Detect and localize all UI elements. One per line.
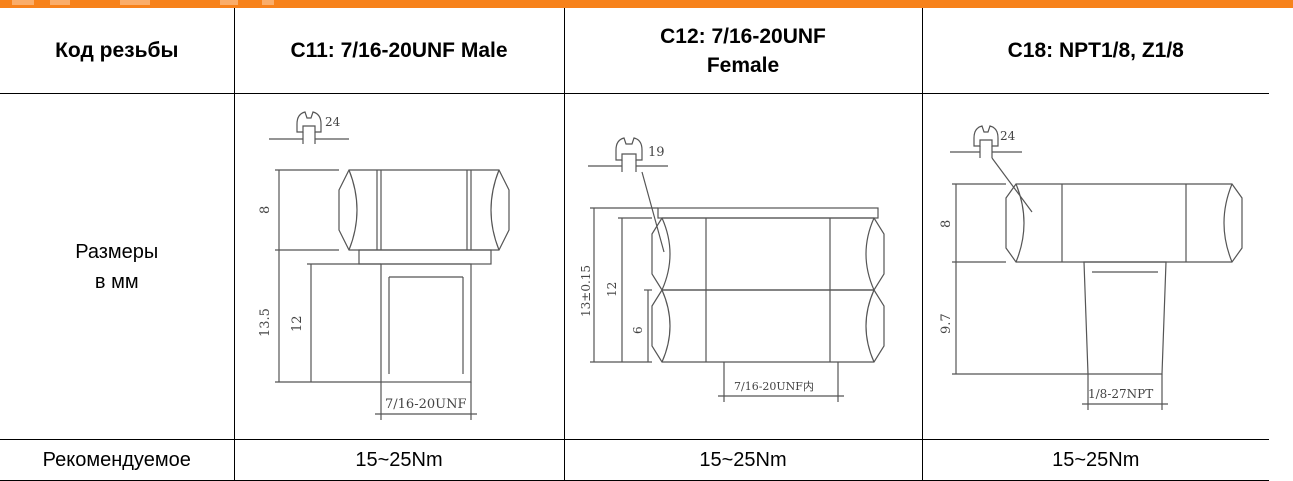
header-c18: C18: NPT1/8, Z1/8: [921, 8, 1269, 94]
wrench-icon: [615, 136, 643, 161]
c18-hex-height: 8: [939, 219, 954, 227]
c18-technical-drawing: 24 8 9.7 1/8-27NPT: [939, 124, 1243, 410]
c11-technical-drawing: 24 8 13.5: [258, 110, 510, 420]
c11-wrench-size: 24: [325, 115, 341, 129]
section-header-bar: [0, 0, 1293, 8]
c18-thread-length: 9.7: [939, 313, 954, 334]
dimensions-row: Размеры в мм 24: [0, 93, 1269, 440]
thread-spec-table: Код резьбы C11: 7/16-20UNF Male C12: 7/1…: [0, 8, 1269, 481]
dimensions-label-line1: Размеры: [75, 240, 159, 263]
c12-drawing-cell: 19 13±0.15 12: [563, 93, 923, 440]
c11-hex-height: 8: [258, 205, 273, 213]
header-c12-line1: C12: 7/16-20UNF: [660, 24, 826, 48]
c18-drawing-cell: 24 8 9.7 1/8-27NPT: [921, 93, 1269, 440]
header-c11: C11: 7/16-20UNF Male: [233, 8, 565, 94]
c12-total-length: 13±0.15: [579, 264, 593, 316]
c18-wrench-size: 24: [1000, 129, 1016, 143]
thread-code-label: Код резьбы: [0, 8, 235, 94]
c11-thread-length: 12: [290, 315, 305, 332]
c12-wrench-size: 19: [648, 145, 665, 160]
header-row: Код резьбы C11: 7/16-20UNF Male C12: 7/1…: [0, 8, 1269, 94]
c18-thread-spec: 1/8-27NPT: [1088, 387, 1153, 401]
c12-body-height: 12: [605, 281, 619, 296]
c12-lower-hex: 6: [631, 326, 645, 334]
torque-row: Рекомендуемое 15~25Nm 15~25Nm 15~25Nm: [0, 439, 1269, 481]
torque-c12: 15~25Nm: [563, 439, 923, 481]
c12-thread-spec: 7/16-20UNF内: [734, 379, 814, 393]
dimensions-label: Размеры в мм: [0, 93, 235, 440]
wrench-icon: [296, 110, 322, 133]
c11-drawing-cell: 24 8 13.5: [233, 93, 565, 440]
c11-thread-spec: 7/16-20UNF: [385, 397, 466, 412]
c12-technical-drawing: 19 13±0.15 12: [579, 136, 885, 402]
c11-total-length: 13.5: [258, 308, 273, 337]
wrench-icon: [973, 124, 999, 147]
header-c12: C12: 7/16-20UNF Female: [563, 8, 923, 94]
torque-label: Рекомендуемое: [0, 439, 235, 481]
header-c12-line2: Female: [706, 53, 780, 77]
dimensions-label-line2: в мм: [94, 270, 139, 293]
torque-c18: 15~25Nm: [921, 439, 1269, 481]
torque-c11: 15~25Nm: [233, 439, 565, 481]
